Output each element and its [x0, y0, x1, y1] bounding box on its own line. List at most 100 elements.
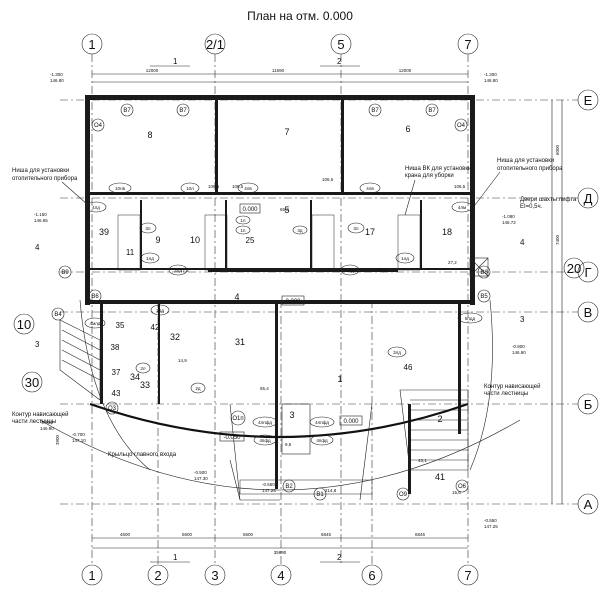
stairs-right	[399, 389, 469, 471]
level-bot-6: 147.25	[484, 524, 498, 529]
marker-o9: О9	[399, 492, 408, 498]
level-marks: -1.300 146.80 -1.300 146.80 -1.150 146.6…	[34, 72, 526, 529]
level-top-right-abs: 146.80	[484, 78, 498, 83]
room-labels: 8 7 6 5 9 10 17 18 39 4 31 1 2 3 32 34 3…	[99, 124, 452, 482]
level-bot-1: -0.500	[194, 470, 207, 475]
level-bot-2: 147.30	[194, 476, 208, 481]
plan-title: План на отм. 0.000	[247, 9, 353, 23]
room-4: 4	[234, 292, 239, 302]
room-8: 8	[147, 130, 152, 140]
callout-2-top: 2	[337, 57, 342, 66]
callout-3-left: 3	[35, 340, 40, 349]
axis-row-e: Е	[584, 93, 593, 108]
row-axes: Е Д Г В Б А	[577, 89, 599, 515]
door-tag-22: 2д	[195, 386, 201, 391]
door-tag-9: 1лд	[146, 256, 154, 261]
marker-o4-1: О4	[94, 123, 103, 129]
room-37: 37	[112, 368, 121, 377]
axis-col-7: 7	[464, 37, 471, 52]
marker-o1p: О1п	[232, 416, 243, 422]
door-tag-23: 1п	[241, 228, 247, 233]
area-9: 43,1	[418, 458, 427, 463]
note-contour-right-1: Контур нависающей	[484, 383, 540, 390]
room-46: 46	[404, 363, 413, 372]
door-tag-16: 4лпфд	[258, 420, 272, 425]
room-9: 9	[155, 235, 160, 245]
level-left-mid: -1.150	[34, 212, 47, 217]
area-6: 65,3	[280, 207, 289, 212]
level-top-left-abs: 146.80	[50, 78, 64, 83]
dimensions: 12000 11690 12000 4600 5600 5600 6845 68…	[55, 68, 563, 555]
door-tag-25: 3д	[297, 228, 303, 233]
door-tag-5: 4лд	[92, 205, 100, 210]
marker-b9: В9	[61, 270, 69, 276]
note-niche-right-2: отопительного прибора	[497, 166, 563, 172]
marker-b7-3: В7	[371, 108, 379, 114]
level-left-low3: -0.700	[72, 432, 85, 437]
area-2: 106,5	[232, 184, 244, 189]
level-left-mid-abs: 146.65	[34, 218, 48, 223]
marker-b6: В6	[91, 294, 99, 300]
area-1: 106,5	[208, 184, 220, 189]
door-tag-1: 10лв	[115, 186, 126, 191]
axis-col-5: 5	[337, 37, 344, 52]
level-left-low-abs: 146.90	[40, 426, 54, 431]
room-35: 35	[116, 321, 125, 330]
axis-col-1: 1	[88, 37, 95, 52]
axis-row-g: Г	[584, 265, 591, 280]
area-7: 65,4	[260, 386, 269, 391]
area-10: 15,6	[452, 490, 461, 495]
walls	[39, 95, 521, 501]
door-tag-8: 3лд	[346, 268, 354, 273]
area-14: 17,2	[210, 268, 219, 273]
note-lift-1: Двери шахты лифта	[520, 197, 577, 203]
axis-row-v: В	[584, 305, 593, 320]
room-43: 43	[112, 389, 121, 398]
door-tag-10: 1лд	[401, 256, 409, 261]
level-right-low: -0.900	[512, 344, 525, 349]
note-vk-1: Ниша ВК для установки	[405, 166, 471, 172]
door-tag-15: 1лд	[156, 308, 164, 313]
marker-b1: В1	[316, 492, 324, 498]
level-bot-3: -0.550	[262, 482, 275, 487]
door-tag-4: 4лв	[366, 186, 374, 191]
callout-3-right: 3	[520, 315, 525, 324]
area-12: 27,2	[448, 260, 457, 265]
callout-1-top: 1	[173, 57, 178, 66]
room-3: 3	[289, 410, 294, 420]
room-18: 18	[442, 227, 452, 237]
area-13: 17,2	[180, 268, 189, 273]
marker-b7-2: В7	[179, 108, 187, 114]
room-10: 10	[190, 235, 200, 245]
door-tag-13: 5пдд	[465, 316, 476, 321]
axis-col-3b: 3	[211, 568, 218, 583]
marker-b5: В5	[480, 294, 488, 300]
area-3: 106,5	[322, 177, 334, 182]
level-top-left: -1.300	[50, 72, 63, 77]
callout-4-left: 4	[35, 243, 40, 252]
column-axes-top: 1 2/1 5 7	[81, 33, 479, 55]
level-right-low-abs: 146.90	[512, 350, 526, 355]
room-11: 11	[126, 248, 135, 257]
note-contour-right-2: части лестницы	[484, 391, 528, 397]
room-32: 32	[170, 332, 180, 342]
door-tag-14: 3лд	[393, 350, 401, 355]
room-38: 38	[111, 343, 120, 352]
note-porch: Крыльцо главного входа	[108, 452, 177, 458]
dim-left-a: 3900	[55, 434, 60, 445]
axis-col-4b: 4	[277, 568, 284, 583]
door-tag-24: 1л	[240, 218, 246, 223]
dim-bot-3: 5600	[243, 532, 254, 537]
door-tag-2: 10л	[186, 186, 194, 191]
dim-bot-2: 5600	[182, 532, 193, 537]
room-34: 34	[130, 372, 140, 382]
marker-o6: О6	[458, 484, 467, 490]
level-right-mid: -1.080	[502, 214, 515, 219]
callout-1-bot: 1	[173, 553, 178, 562]
axis-row-a: А	[584, 497, 593, 512]
dim-bot-1: 4600	[120, 532, 131, 537]
marker-o3: О3	[108, 406, 117, 412]
level-zero-1: 0.000	[242, 207, 258, 213]
dim-top-3: 12000	[399, 68, 412, 73]
area-11: 27,2	[378, 268, 387, 273]
